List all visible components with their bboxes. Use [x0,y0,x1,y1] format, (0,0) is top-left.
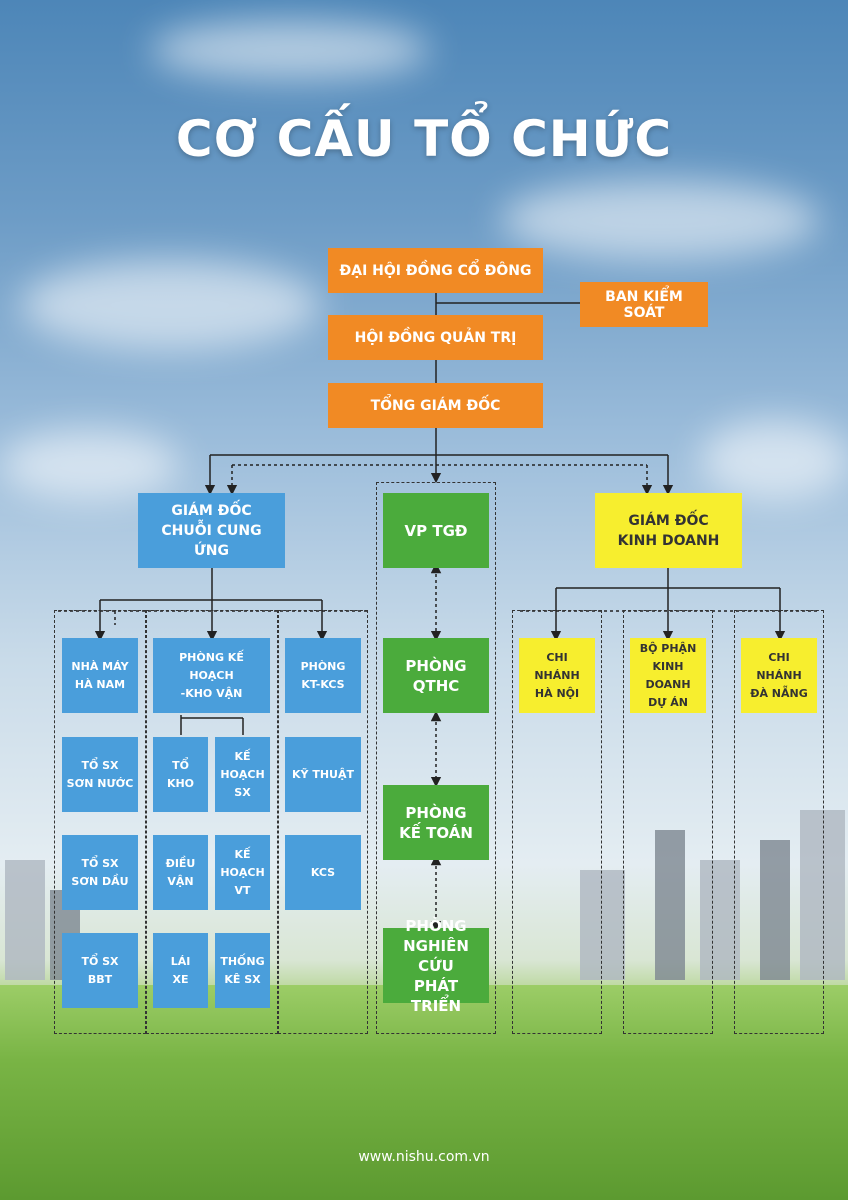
cloud [0,430,180,500]
group-frame-office [376,482,496,1034]
group-frame-qc [278,610,368,1034]
factory-unit-box: TỔ SX SƠN DẦU [62,835,138,910]
group-frame-branch-danang [734,610,824,1034]
group-frame-planning [146,610,278,1034]
city-building [580,870,625,980]
city-building [700,860,740,980]
group-frame-factory [54,610,146,1034]
office-unit-box: PHÒNG KẾ TOÁN [383,785,489,860]
cloud [500,180,820,260]
planning-unit-box: THỐNG KÊ SX [215,933,270,1008]
factory-unit-box: TỔ SX BBT [62,933,138,1008]
office-unit-box: PHÒNG QTHC [383,638,489,713]
cloud [150,20,430,80]
qc-dept-box: PHÒNG KT-KCS [285,638,361,713]
sales-unit-box: CHI NHÁNH ĐÀ NẴNG [741,638,817,713]
cloud [20,260,320,350]
supervisory-box: BAN KIỂM SOÁT [580,282,708,327]
planning-unit-box: TỔ KHO [153,737,208,812]
city-building [760,840,790,980]
planning-unit-box: LÁI XE [153,933,208,1008]
group-frame-project-sales [623,610,713,1034]
website-url: www.nishu.com.vn [358,1149,490,1165]
factory-unit-box: TỔ SX SƠN NƯỚC [62,737,138,812]
planning-unit-box: KẾ HOẠCH VT [215,835,270,910]
shareholders-box: ĐẠI HỘI ĐỒNG CỔ ĐÔNG [328,248,543,293]
planning-dept-box: PHÒNG KẾ HOẠCH -KHO VẬN [153,638,270,713]
ceo-box: TỔNG GIÁM ĐỐC [328,383,543,428]
ceo-office-box: VP TGĐ [383,493,489,568]
page-title: CƠ CẤU TỔ CHỨC [175,110,673,168]
office-unit-box: PHÒNG NGHIÊN CỨU PHÁT TRIỂN [383,917,489,1015]
planning-unit-box: ĐIỀU VẬN [153,835,208,910]
qc-unit-box: KCS [285,835,361,910]
group-frame-branch-hanoi [512,610,602,1034]
board-box: HỘI ĐỒNG QUẢN TRỊ [328,315,543,360]
cloud [700,420,848,500]
sales-unit-box: CHI NHÁNH HÀ NỘI [519,638,595,713]
sales-unit-box: BỘ PHẬN KINH DOANH DỰ ÁN [630,638,706,713]
city-building [800,810,845,980]
sales-director-box: GIÁM ĐỐC KINH DOANH [595,493,742,568]
qc-unit-box: KỸ THUẬT [285,737,361,812]
planning-unit-box: KẾ HOẠCH SX [215,737,270,812]
grass [0,985,848,1200]
city-building [655,830,685,980]
factory-box: NHÀ MÁY HÀ NAM [62,638,138,713]
city-building [5,860,45,980]
supply-chain-director-box: GIÁM ĐỐC CHUỖI CUNG ỨNG [138,493,285,568]
